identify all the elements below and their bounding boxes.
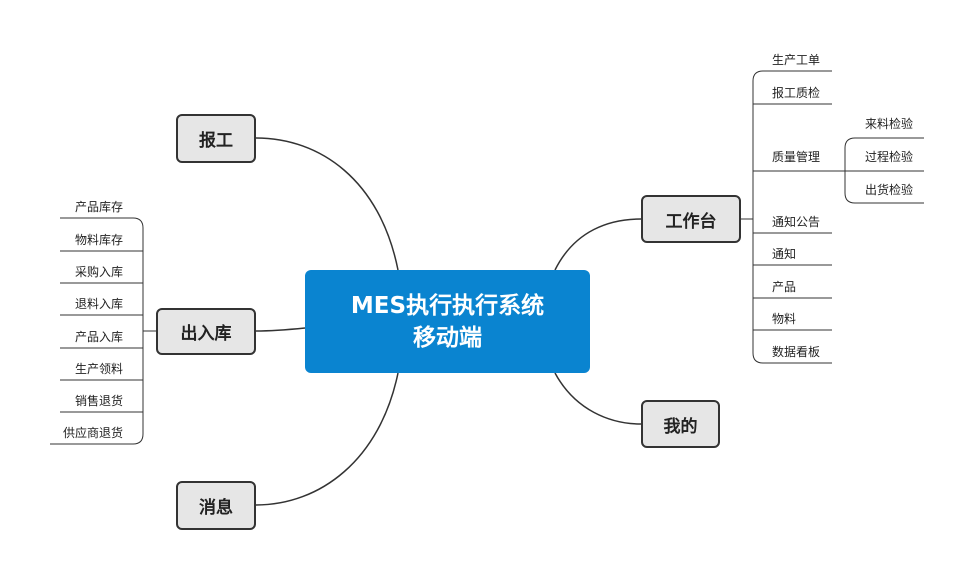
central-topic[interactable]: MES执行执行系统 移动端 bbox=[305, 270, 590, 373]
leaf-report-qc[interactable]: 报工质检 bbox=[772, 86, 821, 100]
leaf-product-inbound[interactable]: 产品入库 bbox=[74, 330, 123, 344]
central-title-line2: 移动端 bbox=[413, 324, 482, 351]
leaf-purchase-inbound[interactable]: 采购入库 bbox=[74, 265, 123, 279]
leaf-return-material-inbound[interactable]: 退料入库 bbox=[74, 297, 123, 311]
leaf-dashboard[interactable]: 数据看板 bbox=[772, 345, 821, 359]
leaf-sales-return[interactable]: 销售退货 bbox=[74, 394, 123, 408]
central-title-line1: MES执行执行系统 bbox=[350, 292, 545, 319]
leaf-supplier-return[interactable]: 供应商退货 bbox=[62, 426, 123, 440]
leaf-incoming-inspection[interactable]: 来料检验 bbox=[865, 117, 914, 131]
branch-xiaoxi[interactable]: 消息 bbox=[176, 481, 256, 530]
leaf-product[interactable]: 产品 bbox=[772, 280, 797, 294]
branch-baogong[interactable]: 报工 bbox=[176, 114, 256, 163]
leaf-notification[interactable]: 通知 bbox=[772, 247, 797, 261]
leaf-material-stock[interactable]: 物料库存 bbox=[74, 233, 123, 247]
leaf-announcement[interactable]: 通知公告 bbox=[772, 215, 821, 229]
leaf-outgoing-inspection[interactable]: 出货检验 bbox=[865, 183, 914, 197]
link-churuku bbox=[255, 327, 306, 332]
leaf-production-picking[interactable]: 生产领料 bbox=[74, 362, 123, 376]
leaf-process-inspection[interactable]: 过程检验 bbox=[865, 150, 914, 164]
link-baogong bbox=[255, 137, 399, 271]
leaf-production-order[interactable]: 生产工单 bbox=[772, 53, 821, 67]
branch-gongzuotai[interactable]: 工作台 bbox=[641, 195, 741, 243]
link-wode bbox=[554, 372, 642, 425]
link-gongzuotai bbox=[554, 218, 642, 271]
leaf-quality-management[interactable]: 质量管理 bbox=[772, 150, 821, 164]
link-xiaoxi bbox=[255, 372, 399, 506]
branch-churuku[interactable]: 出入库 bbox=[156, 308, 256, 355]
leaf-product-stock[interactable]: 产品库存 bbox=[74, 200, 123, 214]
leaf-material[interactable]: 物料 bbox=[772, 312, 797, 326]
branch-wode[interactable]: 我的 bbox=[641, 400, 720, 448]
